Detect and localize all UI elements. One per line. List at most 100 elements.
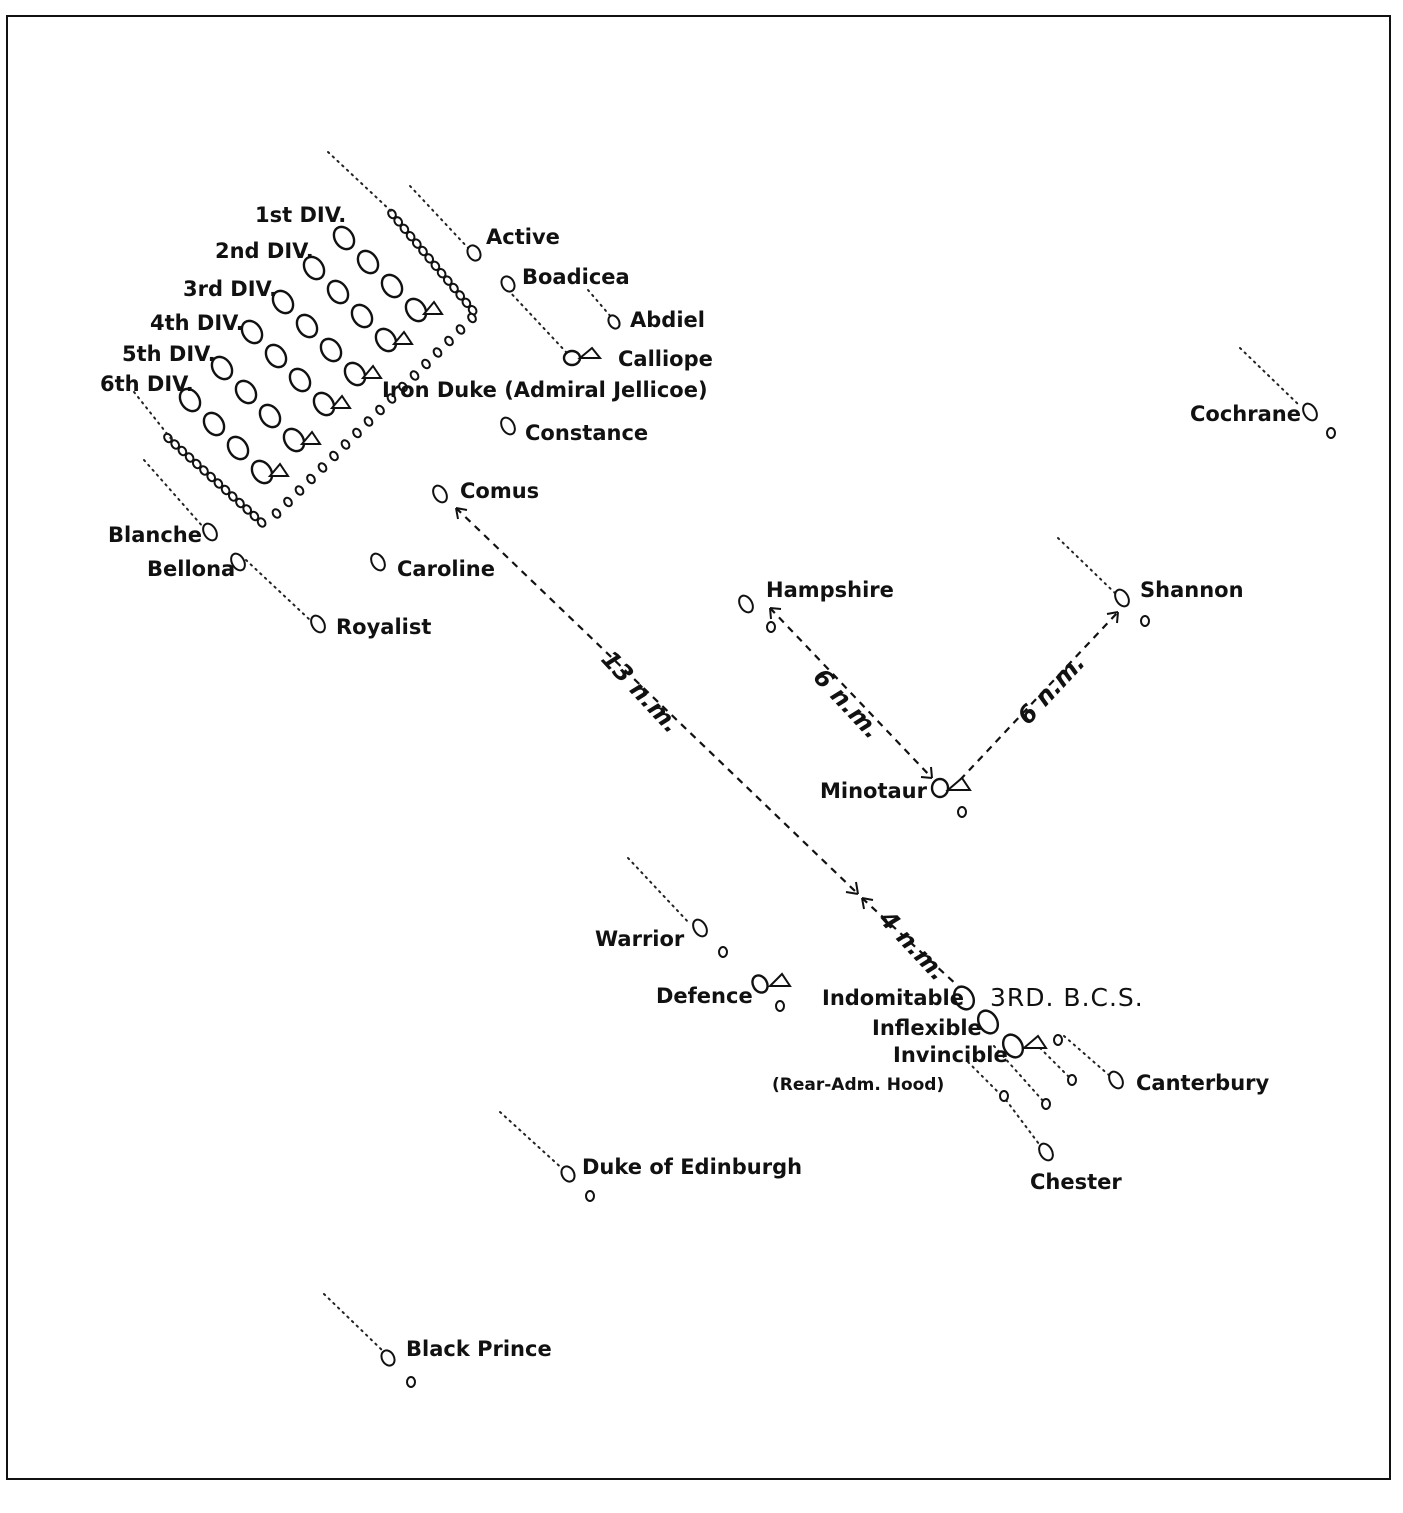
battleship-div2-1 [302, 255, 326, 281]
label-inflexible: Inflexible [872, 1016, 982, 1040]
label-bellona: Bellona [147, 557, 235, 581]
ship-cochrane [1302, 402, 1318, 422]
destroyer-screen-c8 [220, 484, 231, 496]
ship-bcs-escort-2 [1067, 1074, 1077, 1086]
division-labels: 1st DIV. 2nd DIV. 3rd DIV. 4th DIV. 5th … [100, 203, 346, 396]
destroyer-screen-b11 [340, 439, 351, 450]
label-defence: Defence [656, 984, 753, 1008]
destroyer-screen-a13 [467, 305, 478, 316]
flag-minotaur [945, 776, 972, 791]
destroyer-screen-b14 [306, 473, 316, 485]
ship-bellona [230, 552, 246, 572]
battleship-div6-1 [178, 387, 202, 413]
battleship-div3-2 [295, 313, 319, 339]
battleship-div6-3 [226, 435, 250, 461]
destroyer-screen-c13 [256, 517, 267, 528]
ship-hampshire [738, 594, 754, 614]
label-hampshire: Hampshire [766, 578, 894, 602]
ship-black-prince-escort [406, 1376, 416, 1388]
flag-invincible [1021, 1034, 1048, 1049]
flagship-label: Iron Duke (Admiral Jellicoe) [382, 378, 708, 402]
battleship-div4-3 [288, 367, 312, 393]
destroyer-screen-c5 [199, 465, 209, 476]
battleship-div3-4 [343, 361, 367, 387]
ship-comus [432, 484, 448, 504]
battleship-div3-3 [319, 337, 343, 363]
battleship-div1-3 [380, 273, 404, 299]
battleship-div5-1 [210, 355, 234, 381]
ship-bcs-escort-3 [1041, 1098, 1051, 1110]
ship-abdiel [607, 314, 621, 330]
label-hood-note: (Rear-Adm. Hood) [772, 1075, 944, 1095]
destroyer-screen-b15 [294, 485, 305, 496]
label-indomitable: Indomitable [822, 986, 964, 1010]
destroyer-screen-b12 [329, 450, 339, 462]
label-cochrane: Cochrane [1190, 402, 1301, 426]
battleship-div4-1 [240, 319, 264, 345]
battleship-div4-2 [264, 343, 288, 369]
destroyer-screen-c12 [249, 510, 260, 522]
destroyer-screen-b7 [386, 393, 397, 404]
label-shannon: Shannon [1140, 578, 1244, 602]
destroyer-screen-b13 [317, 462, 328, 473]
destroyer-screen-b10 [352, 427, 362, 439]
battleship-div2-4 [374, 327, 398, 353]
destroyer-screen-b16 [283, 496, 293, 508]
battleship-div5-4 [282, 427, 306, 453]
destroyer-screen-c3 [184, 452, 195, 463]
ship-chester [1038, 1142, 1054, 1162]
ship-blanche [202, 522, 218, 542]
division-label-3: 3rd DIV. [183, 277, 277, 301]
battleship-div6-2 [202, 411, 226, 437]
flag-div5 [299, 430, 322, 445]
ship-markers [202, 244, 1336, 1388]
division-label-1: 1st DIV. [255, 203, 346, 227]
ship-duke-of-edinburgh-escort [585, 1190, 595, 1202]
ship-defence-escort [775, 1000, 785, 1012]
flag-div2 [391, 330, 414, 345]
label-constance: Constance [525, 421, 648, 445]
label-active: Active [486, 225, 560, 249]
label-abdiel: Abdiel [630, 308, 705, 332]
battleship-div4-4 [312, 391, 336, 417]
distance-lines [455, 507, 1119, 987]
distance-line-hampshire-minotaur [769, 607, 933, 779]
ship-canterbury [1108, 1070, 1124, 1090]
flag-div1 [421, 300, 444, 315]
ship-duke-of-edinburgh [560, 1165, 576, 1183]
battleship-div1-4 [404, 297, 428, 323]
ship-caroline [370, 552, 386, 572]
battleship-div6-4 [250, 459, 274, 485]
label-warrior: Warrior [595, 927, 685, 951]
division-label-5: 5th DIV. [122, 342, 216, 366]
ship-shannon-escort [1140, 615, 1150, 627]
ship-bcs-escort-1 [1053, 1034, 1063, 1046]
ship-black-prince [380, 1349, 396, 1367]
battleship-div1-1 [332, 225, 356, 251]
destroyer-screen-b2 [444, 335, 454, 347]
label-minotaur: Minotaur [820, 779, 928, 803]
destroyer-screen-c0 [163, 432, 173, 444]
label-blanche: Blanche [108, 523, 202, 547]
ship-cochrane-escort [1326, 427, 1336, 439]
battleship-div2-2 [326, 279, 350, 305]
destroyer-screen-b9 [363, 416, 374, 427]
distance-label-hampshire-minotaur: 6 n.m. [808, 663, 887, 745]
label-canterbury: Canterbury [1136, 1071, 1270, 1095]
destroyer-screen-c6 [206, 471, 217, 483]
label-black-prince: Black Prince [406, 1337, 552, 1361]
destroyer-screen-b6 [398, 381, 408, 393]
flag-div6 [267, 462, 290, 477]
battleship-div5-3 [258, 403, 282, 429]
ship-defence [751, 974, 769, 994]
destroyer-screen-c7 [213, 478, 224, 489]
ship-royalist [310, 614, 326, 634]
division-label-2: 2nd DIV. [215, 239, 314, 263]
label-royalist: Royalist [336, 615, 431, 639]
division-label-6: 6th DIV. [100, 372, 194, 396]
destroyer-screen-b5 [409, 370, 420, 381]
ship-warrior-escort [718, 946, 728, 958]
flag-div4 [329, 394, 352, 409]
destroyer-screen-b1 [455, 324, 466, 335]
